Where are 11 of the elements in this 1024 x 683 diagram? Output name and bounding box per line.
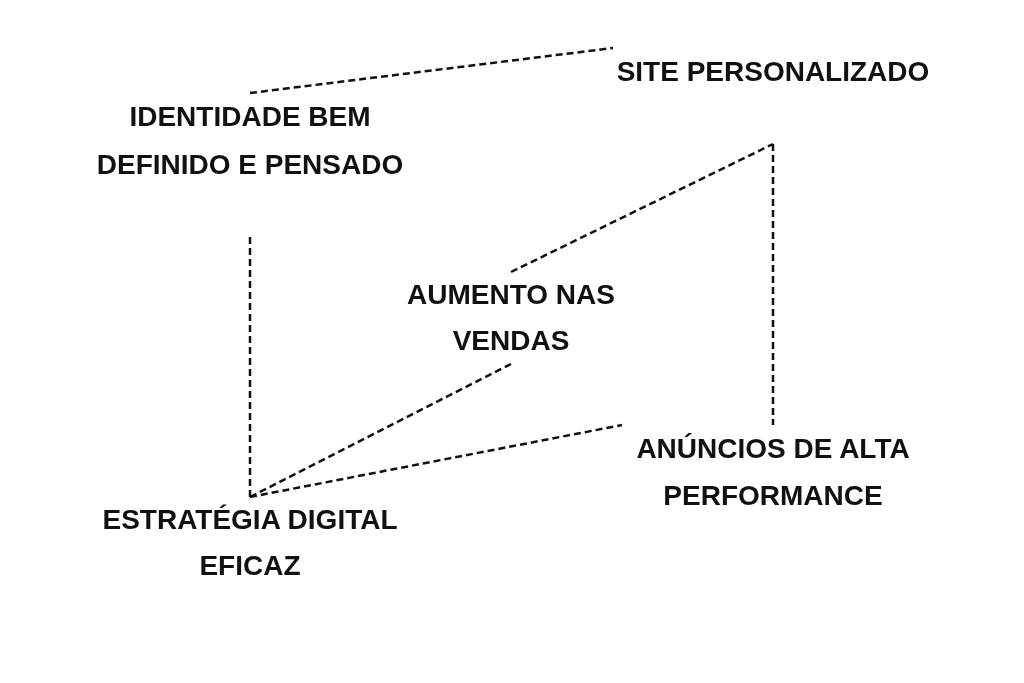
dashed-connector [771,144,775,425]
dashed-connector [248,237,252,497]
node-label: IDENTIDADE BEM DEFINIDO E PENSADO [95,100,405,182]
node-label: AUMENTO NAS VENDAS [406,278,616,358]
dashed-connector [249,46,614,95]
dashed-connector [510,142,774,274]
node-label: SITE PERSONALIZADO [616,55,930,89]
dashed-connector [249,423,623,499]
node-label: ANÚNCIOS DE ALTA PERFORMANCE [635,432,911,513]
dashed-connector [249,362,512,499]
node-label: ESTRATÉGIA DIGITAL EFICAZ [101,503,399,583]
